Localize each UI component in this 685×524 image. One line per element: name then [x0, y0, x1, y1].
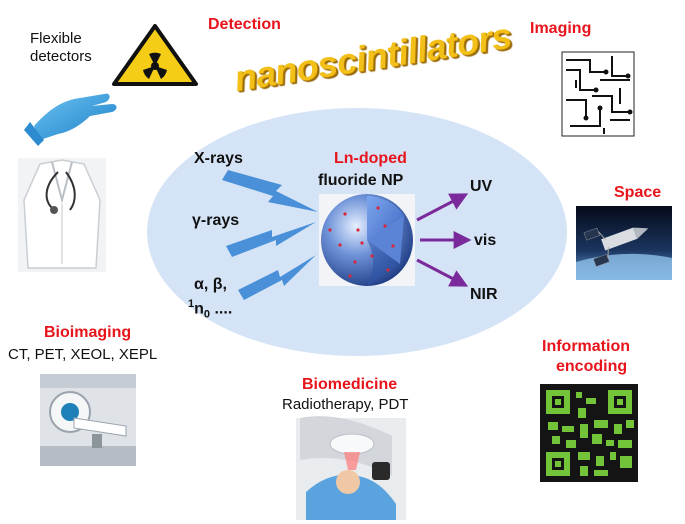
- circuit-imaging-icon: [561, 51, 635, 137]
- neutron-symbol: n: [194, 300, 204, 318]
- center-label-fluoride-np: fluoride NP: [318, 172, 404, 189]
- label-bioimaging: Bioimaging: [44, 324, 132, 341]
- uv-arrow: [416, 193, 469, 222]
- label-bioimaging-methods: CT, PET, XEOL, XEPL: [8, 346, 158, 363]
- glove-icon: [24, 93, 117, 146]
- ct-scanner-icon: [40, 374, 136, 466]
- qr-code-icon: [540, 384, 638, 482]
- lab-coat-icon: [18, 158, 106, 272]
- nanoparticle-sphere-icon: [319, 194, 415, 286]
- label-biomedicine-methods: Radiotherapy, PDT: [282, 396, 409, 413]
- label-detection: Detection: [208, 16, 281, 33]
- label-flexible-detectors: Flexible detectors: [30, 30, 92, 65]
- neutron-charge-number: 0: [203, 308, 211, 321]
- label-imaging: Imaging: [530, 20, 592, 37]
- label-biomedicine: Biomedicine: [302, 376, 398, 393]
- spacecraft-icon: [576, 206, 672, 280]
- input-label-alpha-beta: α, β,: [194, 276, 227, 293]
- center-label-ln-doped: Ln-doped: [334, 150, 407, 167]
- alpha-bolt-icon: [238, 255, 316, 300]
- output-label-uv: UV: [470, 178, 493, 195]
- radiation-warning-icon: [112, 24, 198, 86]
- neutron-dots: ....: [214, 300, 233, 318]
- input-label-gamma: γ-rays: [192, 212, 240, 229]
- input-label-xrays: X-rays: [194, 150, 243, 167]
- neutron-mass-number: 1: [188, 298, 195, 310]
- label-space: Space: [614, 184, 662, 201]
- label-encoding: encoding: [556, 358, 628, 375]
- gamma-bolt-icon: [226, 222, 316, 257]
- input-label-neutron: 1n0 ....: [188, 298, 232, 321]
- nir-arrow: [416, 258, 469, 287]
- output-label-nir: NIR: [470, 286, 498, 303]
- label-information: Information: [542, 338, 630, 355]
- radiotherapy-icon: [296, 416, 406, 520]
- output-label-vis: vis: [474, 232, 497, 249]
- xray-bolt-icon: [222, 170, 318, 212]
